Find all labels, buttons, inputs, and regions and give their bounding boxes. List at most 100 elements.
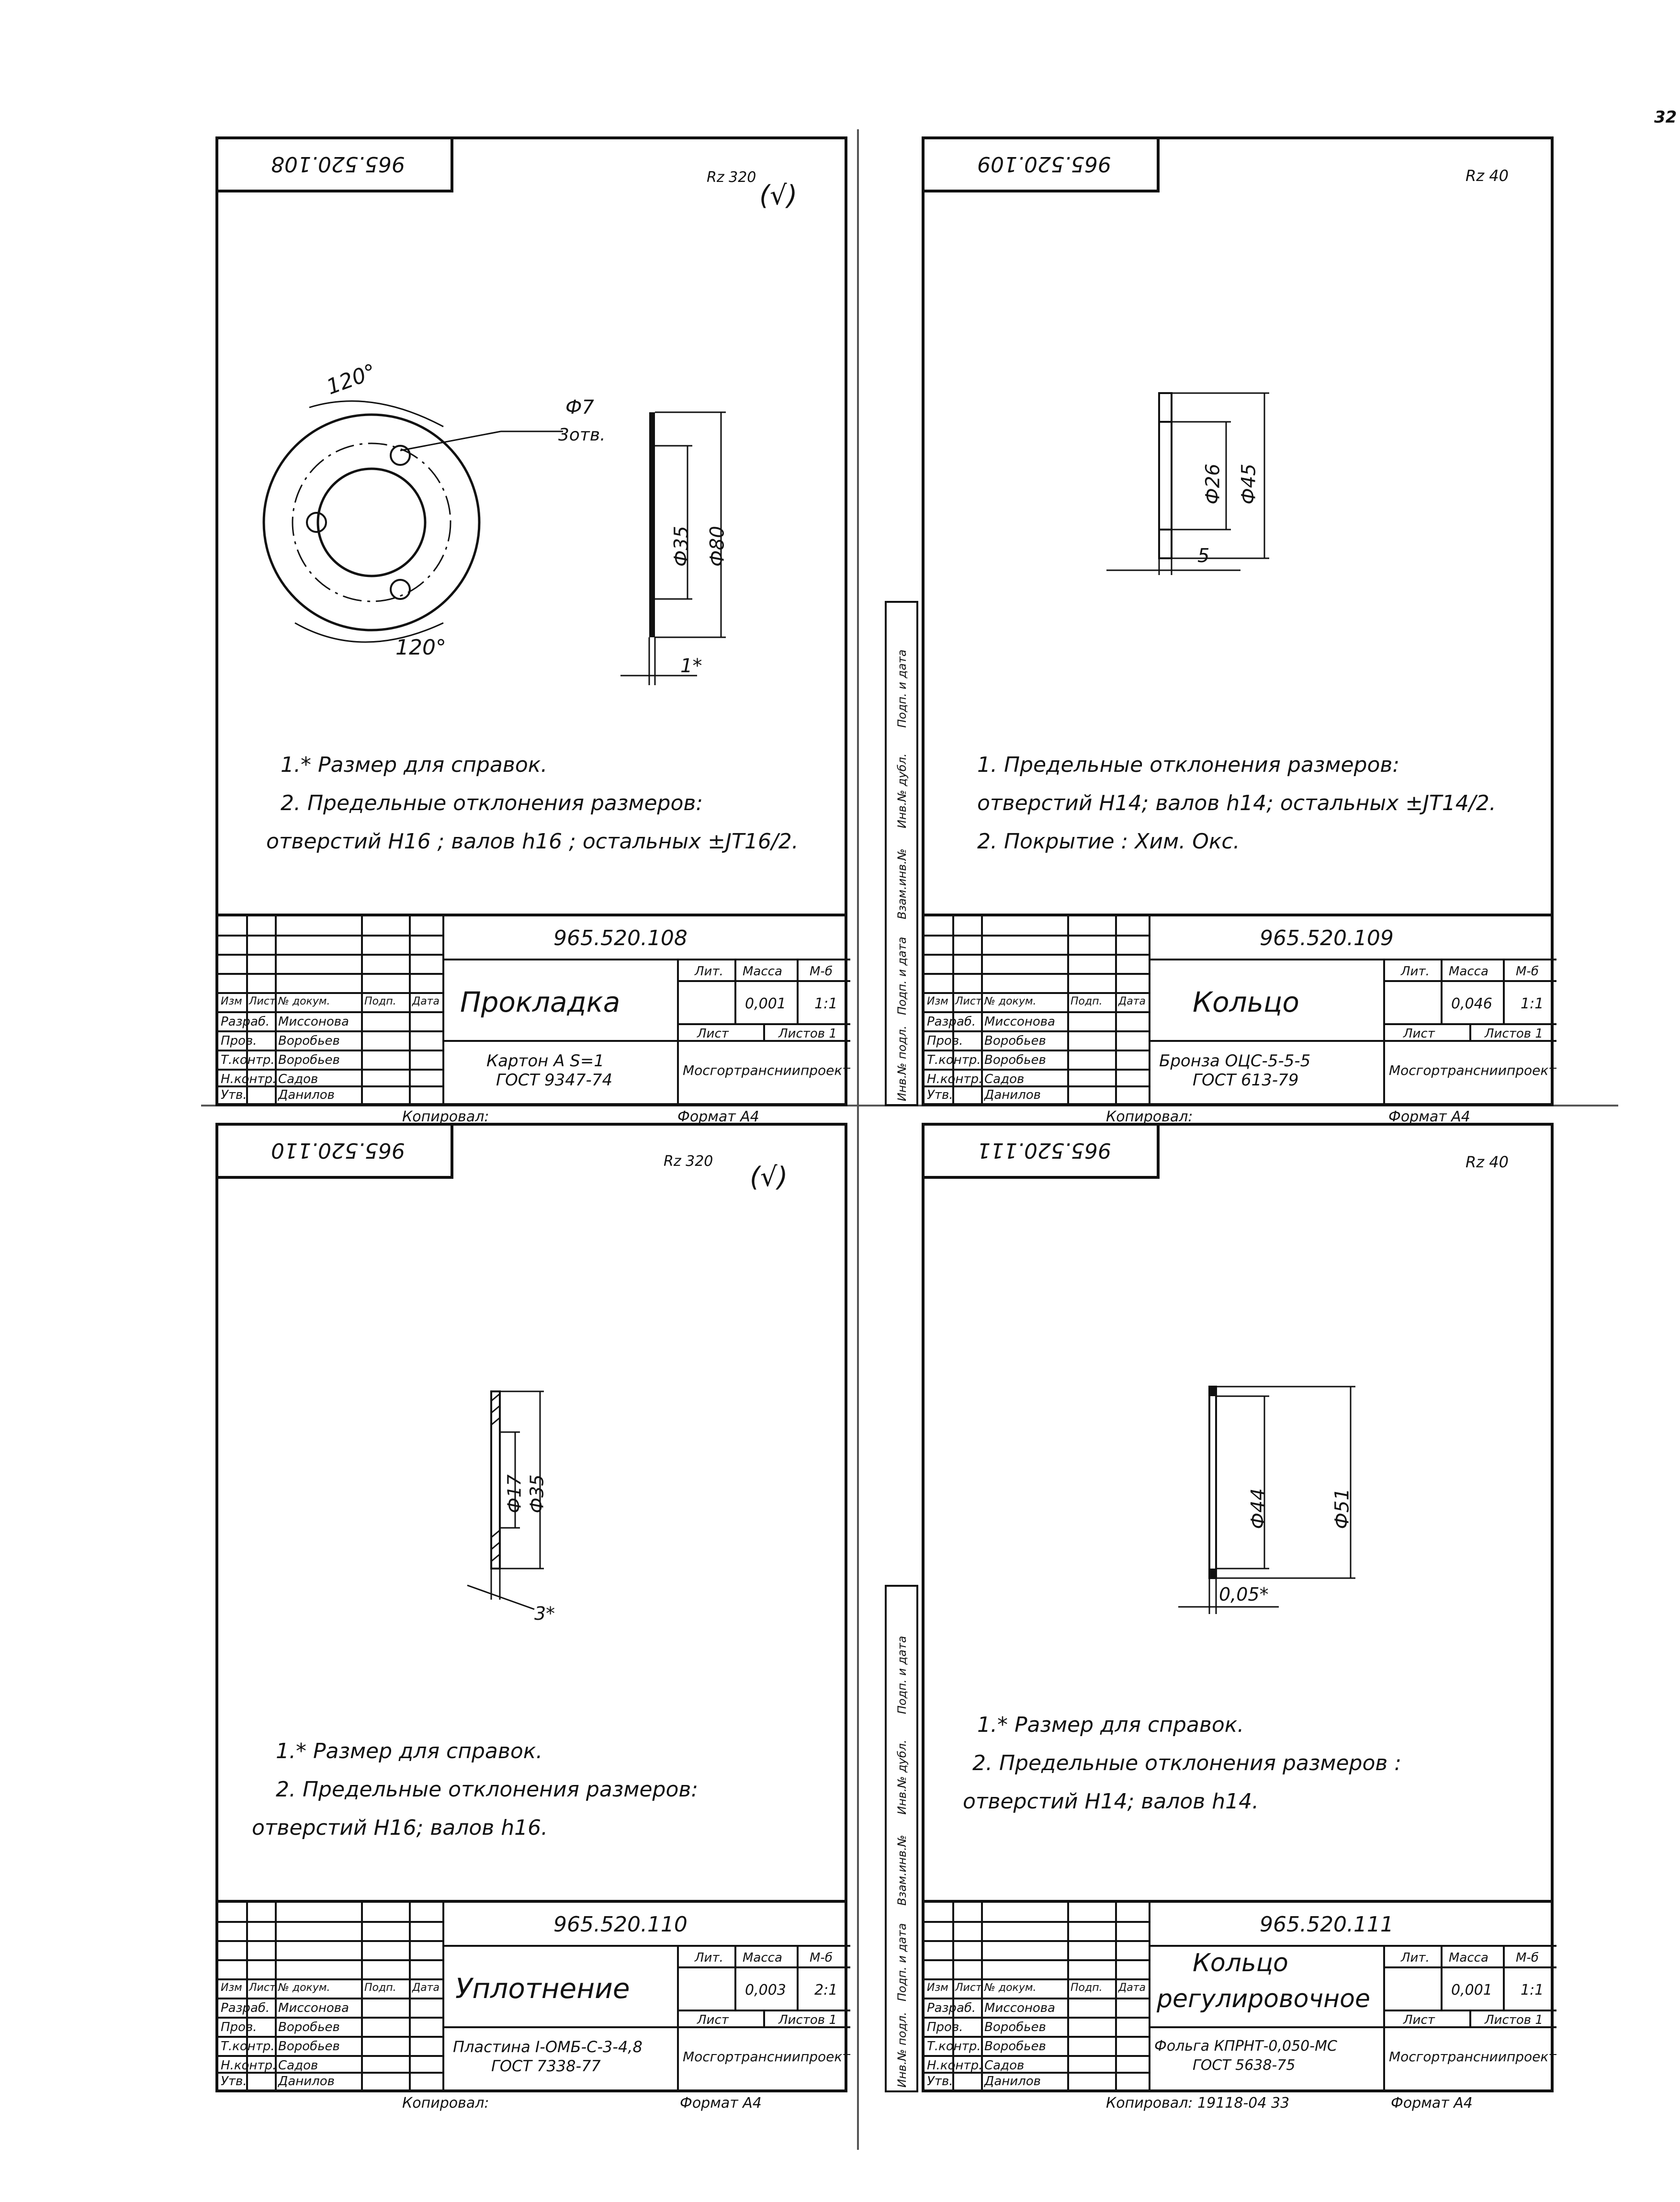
name-tcontrol: Воробьев [278, 1053, 340, 1067]
part-title: Уплотнение [455, 1972, 630, 2005]
sheets-header: Листов 1 [1485, 1027, 1543, 1041]
name-ncontrol: Садов [984, 1072, 1025, 1086]
angle-dim-bottom: 120° [395, 635, 446, 660]
roughness-paren: (√) [759, 180, 798, 211]
designation: 965.520.108 [553, 926, 688, 950]
part-title-line-1: Кольцо [1193, 1949, 1288, 1977]
organization: Мосгортрансниипроект [683, 1062, 850, 1078]
lit-header: Лит. [1401, 964, 1430, 979]
material-line-1: Фольга КПРНТ-0,050-МС [1154, 2038, 1337, 2055]
note-3: 2. Покрытие : Хим. Окс. [977, 829, 1240, 854]
side-strip-111-label-1: Инв.№ подл. [895, 2012, 909, 2088]
side-strip-111-label-5: Подп. и дата [895, 1636, 909, 1715]
header-date: Дата [412, 1982, 440, 1994]
header-date: Дата [1118, 995, 1146, 1007]
note-1: 1.* Размер для справок. [276, 1739, 543, 1763]
name-approver: Данилов [984, 1088, 1041, 1102]
side-strip-109-label-1: Инв.№ подл. [895, 1026, 909, 1101]
part-title-line-2: регулировочное [1157, 1985, 1370, 2013]
header-sign: Подп. [364, 995, 396, 1007]
name-checker: Воробьев [278, 1034, 340, 1048]
role-tcontrol: Т.контр. [221, 2039, 275, 2054]
note-2: 2. Предельные отклонения размеров: [281, 791, 703, 815]
name-developer: Миссонова [984, 2001, 1055, 2015]
roughness-paren: (√) [750, 1162, 788, 1193]
organization: Мосгортрансниипроект [683, 2049, 850, 2065]
role-ncontrol: Н.контр. [221, 1072, 277, 1086]
name-approver: Данилов [984, 2074, 1041, 2089]
role-tcontrol: Т.контр. [927, 2039, 981, 2054]
role-checker: Пров. [927, 1034, 963, 1048]
mass-header: Масса [1449, 964, 1488, 979]
sheets-header: Листов 1 [778, 1027, 837, 1041]
role-approver: Утв. [221, 2074, 247, 2089]
designation-box: 965.520.111 [925, 1126, 1160, 1179]
note-2: 2. Предельные отклонения размеров : [972, 1751, 1402, 1775]
roughness-mark: Rz 40 [1466, 1153, 1509, 1171]
roughness-mark: Rz 320 [664, 1153, 713, 1170]
side-strip-109-label-2: Подп. и дата [895, 937, 909, 1016]
sheet-header: Лист [697, 1027, 729, 1041]
role-tcontrol: Т.контр. [221, 1053, 275, 1067]
side-strip-111-label-3: Взам.инв.№ [895, 1835, 909, 1906]
roughness-mark: Rz 320 [707, 169, 756, 186]
name-tcontrol: Воробьев [984, 1053, 1046, 1067]
material-line-2: ГОСТ 5638-75 [1193, 2057, 1296, 2074]
organization: Мосгортрансниипроект [1389, 1062, 1556, 1078]
material-line-2: ГОСТ 7338-77 [491, 2057, 601, 2075]
material-line-1: Бронза ОЦС-5-5-5 [1159, 1051, 1311, 1071]
drawing-sheet-109: 965.520.109 Rz 40 Ф26 Ф45 5 1. Предельны… [922, 136, 1556, 1106]
sheets-header: Листов 1 [1485, 2013, 1543, 2027]
role-tcontrol: Т.контр. [927, 1053, 981, 1067]
header-sign: Подп. [1071, 995, 1103, 1007]
note-3: отверстий Н16; валов h16. [252, 1816, 548, 1840]
title-block: 965.520.109 Кольцо Бронза ОЦС-5-5-5 ГОСТ… [925, 914, 1556, 1103]
role-developer: Разраб. [221, 1015, 270, 1029]
mass-value: 0,001 [1451, 1982, 1492, 1999]
part-title: Кольцо [1193, 986, 1299, 1018]
scale-header: М-б [810, 1951, 833, 1965]
title-block: 965.520.110 Уплотнение Пластина I-ОМБ-С-… [218, 1900, 850, 2089]
name-ncontrol: Садов [984, 2058, 1025, 2073]
header-date: Дата [412, 995, 440, 1007]
side-strip-111-label-2: Подп. и дата [895, 1923, 909, 2002]
role-ncontrol: Н.контр. [221, 2058, 277, 2073]
header-doc: № докум. [984, 1982, 1037, 1994]
header-doc: № докум. [278, 1982, 330, 1994]
drawing-sheet-108: 965.520.108 Rz 320 (√) 120° 120° Ф7 3отв… [215, 136, 850, 1106]
thickness-dim: 1* [680, 655, 702, 677]
ring-drawing [1106, 392, 1269, 575]
seal-drawing [467, 1390, 544, 1610]
role-developer: Разраб. [927, 1015, 976, 1029]
scale-value: 1:1 [1521, 995, 1544, 1012]
header-sign: Подп. [1071, 1982, 1103, 1994]
header-izm: Изм [221, 1982, 242, 1994]
scale-value: 2:1 [814, 1982, 838, 1999]
width-dim: 5 [1197, 545, 1210, 567]
inner-dia-dim: Ф35 [670, 526, 693, 567]
title-block: 965.520.111 Кольцо регулировочное Фольга… [925, 1900, 1556, 2089]
side-strip-111 [885, 1585, 918, 2092]
header-list: Лист [249, 1982, 276, 1994]
scale-value: 1:1 [1521, 1982, 1544, 1999]
roughness-mark: Rz 40 [1466, 167, 1509, 185]
copied-label-108: Копировал: [402, 1108, 489, 1125]
thickness-dim: 3* [534, 1603, 555, 1624]
name-developer: Миссонова [984, 1015, 1055, 1029]
sheet-header: Лист [1403, 1027, 1435, 1041]
inner-dia-dim: Ф26 [1202, 463, 1224, 505]
hole-count: 3отв. [558, 425, 606, 445]
bottom-note: Копировал: 19118-04 33 [1106, 2095, 1290, 2112]
part-title: Прокладка [460, 986, 620, 1018]
name-checker: Воробьев [984, 1034, 1046, 1048]
name-approver: Данилов [278, 2074, 335, 2089]
mass-header: Масса [743, 964, 782, 979]
sheet-header: Лист [697, 2013, 729, 2027]
format-label-108: Формат А4 [677, 1108, 759, 1125]
name-tcontrol: Воробьев [278, 2039, 340, 2054]
name-checker: Воробьев [278, 2020, 340, 2034]
note-2: 2. Предельные отклонения размеров: [276, 1777, 699, 1802]
washer-drawing [262, 400, 726, 685]
name-ncontrol: Садов [278, 2058, 318, 2073]
inner-dia-dim: Ф17 [504, 1474, 525, 1513]
